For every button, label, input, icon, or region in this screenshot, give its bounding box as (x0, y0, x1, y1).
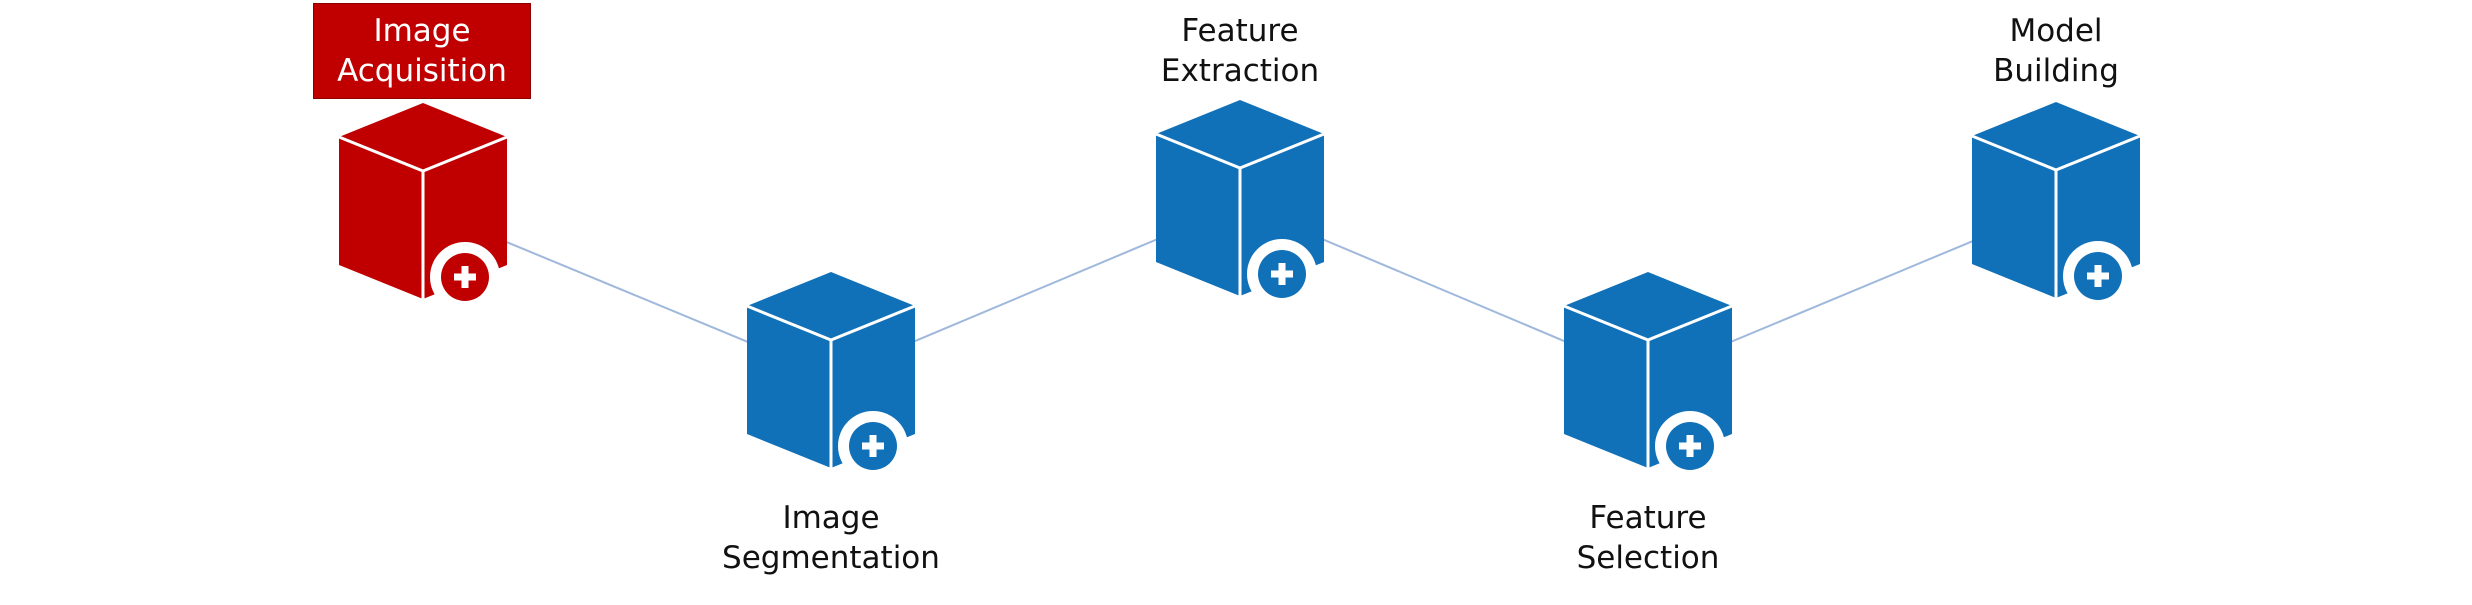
node-label-line2: Acquisition (337, 53, 507, 89)
node-label-line1: Image (782, 500, 880, 536)
cube-icon (338, 103, 508, 312)
node-label-line2: Segmentation (722, 540, 940, 576)
node-label-model-building: Model Building (1926, 11, 2186, 91)
cube-left-face (1564, 306, 1648, 468)
plus-circle-icon (1247, 239, 1317, 309)
node-label-image-acquisition: Image Acquisition (313, 3, 531, 99)
node-label-feature-selection: Feature Selection (1518, 498, 1778, 578)
cube-icon (1563, 272, 1733, 481)
node-label-line2: Building (1993, 53, 2119, 89)
cube-icon (746, 272, 916, 481)
node-label-line1: Image (373, 13, 471, 49)
plus-circle-icon (2063, 241, 2133, 311)
node-label-line1: Feature (1589, 500, 1707, 536)
node-label-image-segmentation: Image Segmentation (701, 498, 961, 578)
node-label-line1: Feature (1181, 13, 1299, 49)
cube-left-face (747, 306, 831, 468)
cube-icon (1971, 102, 2141, 311)
cube-left-face (339, 137, 423, 299)
node-label-feature-extraction: Feature Extraction (1110, 11, 1370, 91)
node-label-line2: Extraction (1160, 53, 1320, 89)
cube-left-face (1972, 136, 2056, 298)
plus-circle-icon (430, 242, 500, 312)
plus-circle-icon (1655, 411, 1725, 481)
cube-icon (1155, 100, 1325, 309)
node-label-line1: Model (2009, 13, 2103, 49)
node-label-line2: Selection (1576, 540, 1720, 576)
plus-circle-icon (838, 411, 908, 481)
cube-left-face (1156, 134, 1240, 296)
